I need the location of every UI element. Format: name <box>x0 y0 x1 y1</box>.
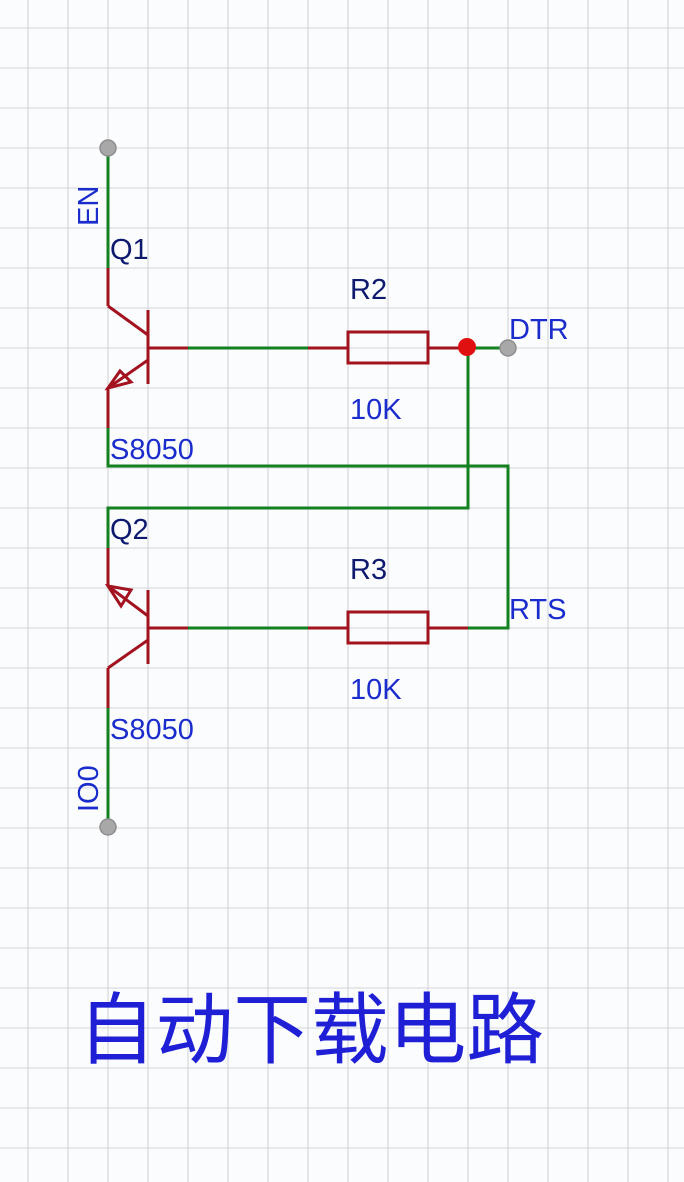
net-label-en: EN <box>73 186 105 226</box>
net-label-io0: IO0 <box>73 765 105 812</box>
r2-value: 10K <box>350 394 402 426</box>
pin-io0[interactable] <box>99 818 117 836</box>
q1-part: S8050 <box>110 434 194 466</box>
q1-emitter <box>107 358 149 390</box>
wire-dtr-q2-emitter <box>106 346 470 550</box>
q2-emitter <box>107 584 149 618</box>
diagram-title: 自动下载电路 <box>78 986 544 1076</box>
resistor-r3 <box>308 610 468 645</box>
wires <box>106 146 510 829</box>
q2-part: S8050 <box>110 714 194 746</box>
transistor-q1 <box>104 268 188 428</box>
q2-collector <box>107 638 149 670</box>
pin-en[interactable] <box>99 139 117 157</box>
q2-emitter-arrow-icon <box>104 583 134 609</box>
net-label-rts: RTS <box>509 594 566 626</box>
pin-dtr[interactable] <box>499 339 517 357</box>
r3-value: 10K <box>350 674 402 706</box>
wire-q1-emitter-rts <box>106 426 510 630</box>
q1-collector <box>107 304 149 337</box>
transistor-q2 <box>104 548 188 708</box>
q2-designator: Q2 <box>110 514 149 546</box>
q1-designator: Q1 <box>110 234 149 266</box>
junction-dot <box>458 338 476 356</box>
q1-emitter-arrow-icon <box>104 368 134 391</box>
net-label-dtr: DTR <box>509 314 569 346</box>
r2-designator: R2 <box>350 274 387 306</box>
r3-designator: R3 <box>350 554 387 586</box>
